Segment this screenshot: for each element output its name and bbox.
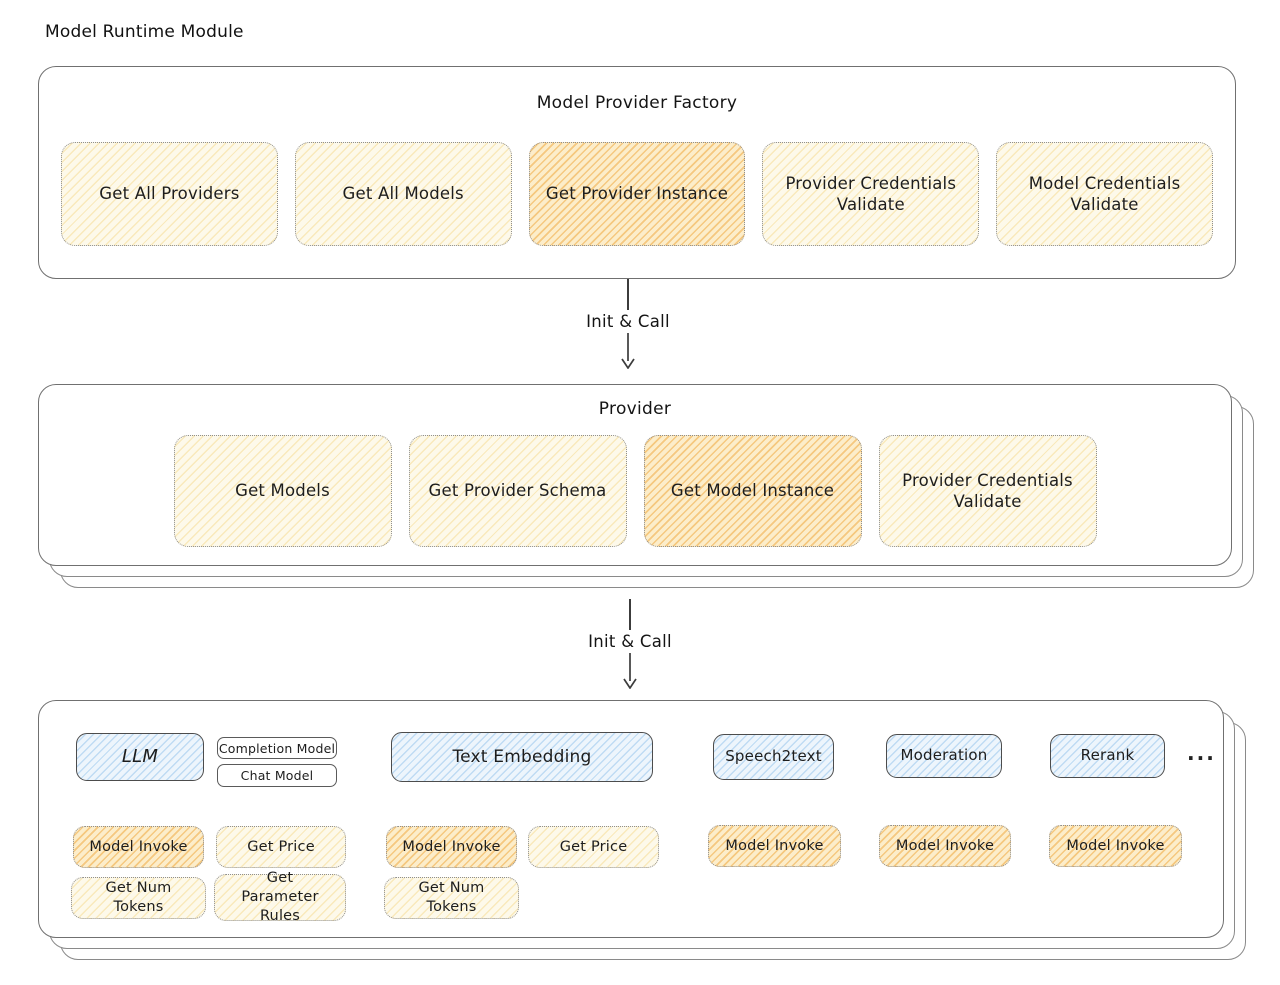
node-llm-get-price: Get Price	[216, 826, 346, 868]
init-call-arrow-1: Init & Call	[528, 279, 728, 369]
node-rerank-model-invoke: Model Invoke	[1049, 825, 1182, 867]
provider-buttons-row: Get Models Get Provider Schema Get Model…	[39, 435, 1231, 547]
provider-title: Provider	[598, 399, 672, 419]
down-arrow-icon	[623, 653, 637, 689]
node-text-embedding-model-invoke: Model Invoke	[386, 826, 517, 868]
more-model-types-ellipsis: ...	[1187, 741, 1216, 765]
node-get-models: Get Models	[173, 435, 392, 547]
node-llm-get-parameter-rules: Get Parameter Rules	[214, 870, 346, 924]
down-arrow-icon	[621, 333, 635, 369]
node-llm-model-invoke: Model Invoke	[73, 826, 204, 868]
node-rerank: Rerank	[1050, 734, 1165, 778]
node-get-all-providers: Get All Providers	[61, 142, 278, 246]
node-moderation-model-invoke: Model Invoke	[879, 825, 1011, 867]
tag-chat-model: Chat Model	[217, 764, 337, 787]
node-llm: LLM	[76, 733, 204, 781]
arrow-label-2: Init & Call	[588, 632, 672, 651]
node-llm-get-num-tokens: Get Num Tokens	[71, 877, 206, 919]
node-get-all-models: Get All Models	[294, 142, 512, 246]
node-model-credentials-validate: Model Credentials Validate	[996, 142, 1213, 246]
node-provider-credentials-validate-provider: Provider Credentials Validate	[878, 435, 1097, 547]
node-text-embedding-get-num-tokens: Get Num Tokens	[384, 877, 519, 919]
node-get-model-instance: Get Model Instance	[643, 435, 862, 547]
tag-completion-model: Completion Model	[217, 737, 337, 759]
node-moderation: Moderation	[886, 734, 1002, 778]
arrow-line-top-2	[629, 599, 631, 630]
provider-box: Provider Get Models Get Provider Schema …	[38, 384, 1232, 566]
node-get-provider-instance: Get Provider Instance	[528, 142, 746, 246]
node-text-embedding-get-price: Get Price	[528, 826, 659, 868]
model-types-box: LLM Completion Model Chat Model Text Emb…	[38, 700, 1224, 938]
node-text-embedding: Text Embedding	[391, 732, 653, 782]
node-get-provider-schema: Get Provider Schema	[408, 435, 627, 547]
model-provider-factory-box: Model Provider Factory Get All Providers…	[38, 66, 1236, 279]
node-provider-credentials-validate-factory: Provider Credentials Validate	[762, 142, 980, 246]
node-speech2text-model-invoke: Model Invoke	[708, 825, 841, 867]
diagram-title: Model Runtime Module	[45, 22, 244, 42]
arrow-label-1: Init & Call	[586, 312, 670, 331]
factory-title: Model Provider Factory	[536, 93, 738, 113]
arrow-line-top-1	[627, 279, 629, 310]
factory-buttons-row: Get All Providers Get All Models Get Pro…	[61, 142, 1213, 246]
init-call-arrow-2: Init & Call	[530, 599, 730, 689]
node-speech2text: Speech2text	[713, 734, 834, 780]
